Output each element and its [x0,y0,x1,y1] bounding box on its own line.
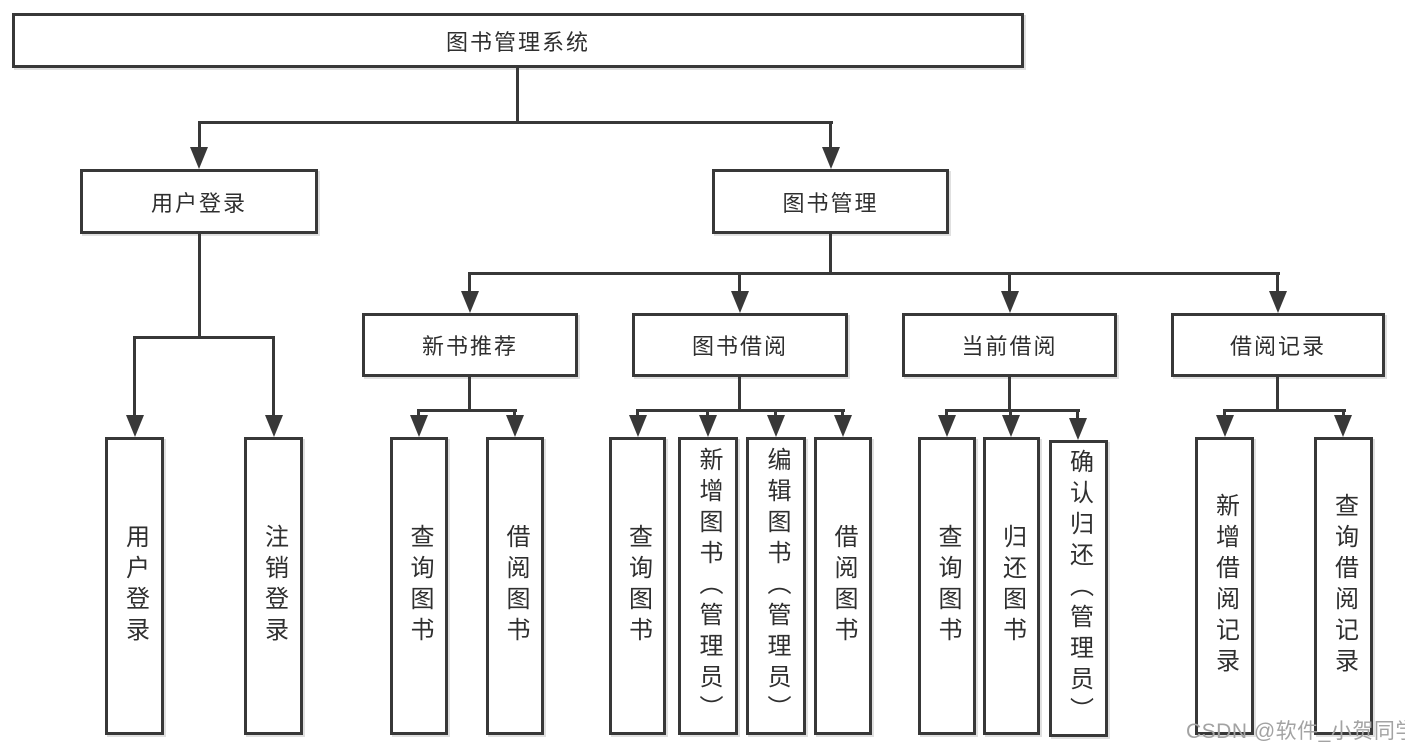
connector-line [945,409,1080,412]
connector-line [1076,409,1079,419]
node-book-borrowing: 图书借阅 [632,313,848,377]
connector-line [636,409,845,412]
node-label: 借阅图书 [830,524,857,648]
connector-line [513,409,516,419]
node-library-management-system: 图书管理系统 [12,13,1024,68]
arrow-down-icon [938,415,956,437]
arrow-down-icon [1002,415,1020,437]
arrow-down-icon [506,415,524,437]
arrow-down-icon [190,147,208,169]
arrow-down-icon [1001,291,1019,313]
connector-line [841,409,844,419]
connector-line [417,409,517,412]
arrow-down-icon [699,415,717,437]
node-label: 新增借阅记录 [1211,493,1239,679]
arrow-down-icon [731,291,749,313]
leaf-add-borrow-record: 新增借阅记录 [1195,437,1254,735]
connector-line [945,409,948,419]
node-label: 新增图书（管理员） [695,446,722,726]
connector-line [1008,272,1011,296]
node-label: 当前借阅 [961,334,1058,359]
arrow-down-icon [834,415,852,437]
arrow-down-icon [126,415,144,437]
node-label: 图书借阅 [691,334,788,359]
connector-line [133,336,275,339]
node-label: 新书推荐 [421,334,518,359]
leaf-query-books-borrowing: 查询图书 [609,437,666,735]
connector-line [198,234,201,336]
leaf-borrow-books-recommend: 借阅图书 [486,437,544,735]
arrow-down-icon [822,147,840,169]
leaf-query-books-recommend: 查询图书 [390,437,448,735]
connector-line [706,409,709,419]
arrow-down-icon [629,415,647,437]
leaf-borrow-books: 借阅图书 [814,437,872,735]
connector-line [1276,272,1279,296]
node-current-borrowing: 当前借阅 [902,313,1117,377]
connector-line [1008,377,1011,411]
connector-line [468,377,471,411]
node-book-management: 图书管理 [712,169,949,234]
connector-line [1342,409,1345,419]
connector-line [829,234,832,275]
arrow-down-icon [767,415,785,437]
connector-line [1223,409,1226,419]
arrow-down-icon [1216,415,1234,437]
connector-line [468,272,471,296]
node-new-book-recommendation: 新书推荐 [362,313,578,377]
arrow-down-icon [265,415,283,437]
node-label: 借阅记录 [1229,334,1326,359]
connector-line [738,377,741,411]
leaf-query-books-current: 查询图书 [918,437,976,735]
leaf-user-login: 用户登录 [105,437,164,735]
leaf-edit-book-admin: 编辑图书（管理员） [746,437,806,735]
arrow-down-icon [410,415,428,437]
connector-line [1009,409,1012,419]
node-label: 查询借阅记录 [1330,493,1358,679]
node-user-login: 用户登录 [80,169,318,234]
node-label: 用户登录 [121,524,149,648]
connector-line [774,409,777,419]
watermark: CSDN @软件_小贺同学 [1186,720,1405,743]
connector-line [468,272,1280,275]
arrow-down-icon [461,291,479,313]
connector-line [1223,409,1346,412]
node-label: 注销登录 [260,524,288,648]
connector-line [1276,377,1279,411]
node-label: 编辑图书（管理员） [763,446,790,726]
node-label: 确认归还（管理员） [1065,449,1093,728]
connector-line [417,409,420,419]
node-label: 查询图书 [406,524,433,648]
leaf-return-books: 归还图书 [983,437,1040,735]
connector-line [133,336,136,418]
connector-line [829,121,832,151]
node-borrowing-records: 借阅记录 [1171,313,1385,377]
node-label: 查询图书 [934,524,961,648]
connector-line [272,336,275,418]
arrow-down-icon [1269,291,1287,313]
connector-line [636,409,639,419]
leaf-add-book-admin: 新增图书（管理员） [678,437,738,735]
node-label: 图书管理 [782,190,879,216]
node-label: 用户登录 [150,190,247,216]
leaf-confirm-return-admin: 确认归还（管理员） [1049,440,1108,737]
node-label: 图书管理系统 [445,29,590,55]
connector-line [198,121,833,124]
connector-line [516,68,519,121]
connector-line [738,272,741,296]
arrow-down-icon [1334,415,1352,437]
arrow-down-icon [1069,418,1087,440]
leaf-logout: 注销登录 [244,437,303,735]
node-label: 借阅图书 [502,524,529,648]
leaf-query-borrow-record: 查询借阅记录 [1314,437,1373,735]
node-label: 查询图书 [624,524,652,648]
connector-line [198,121,201,151]
node-label: 归还图书 [998,524,1026,648]
